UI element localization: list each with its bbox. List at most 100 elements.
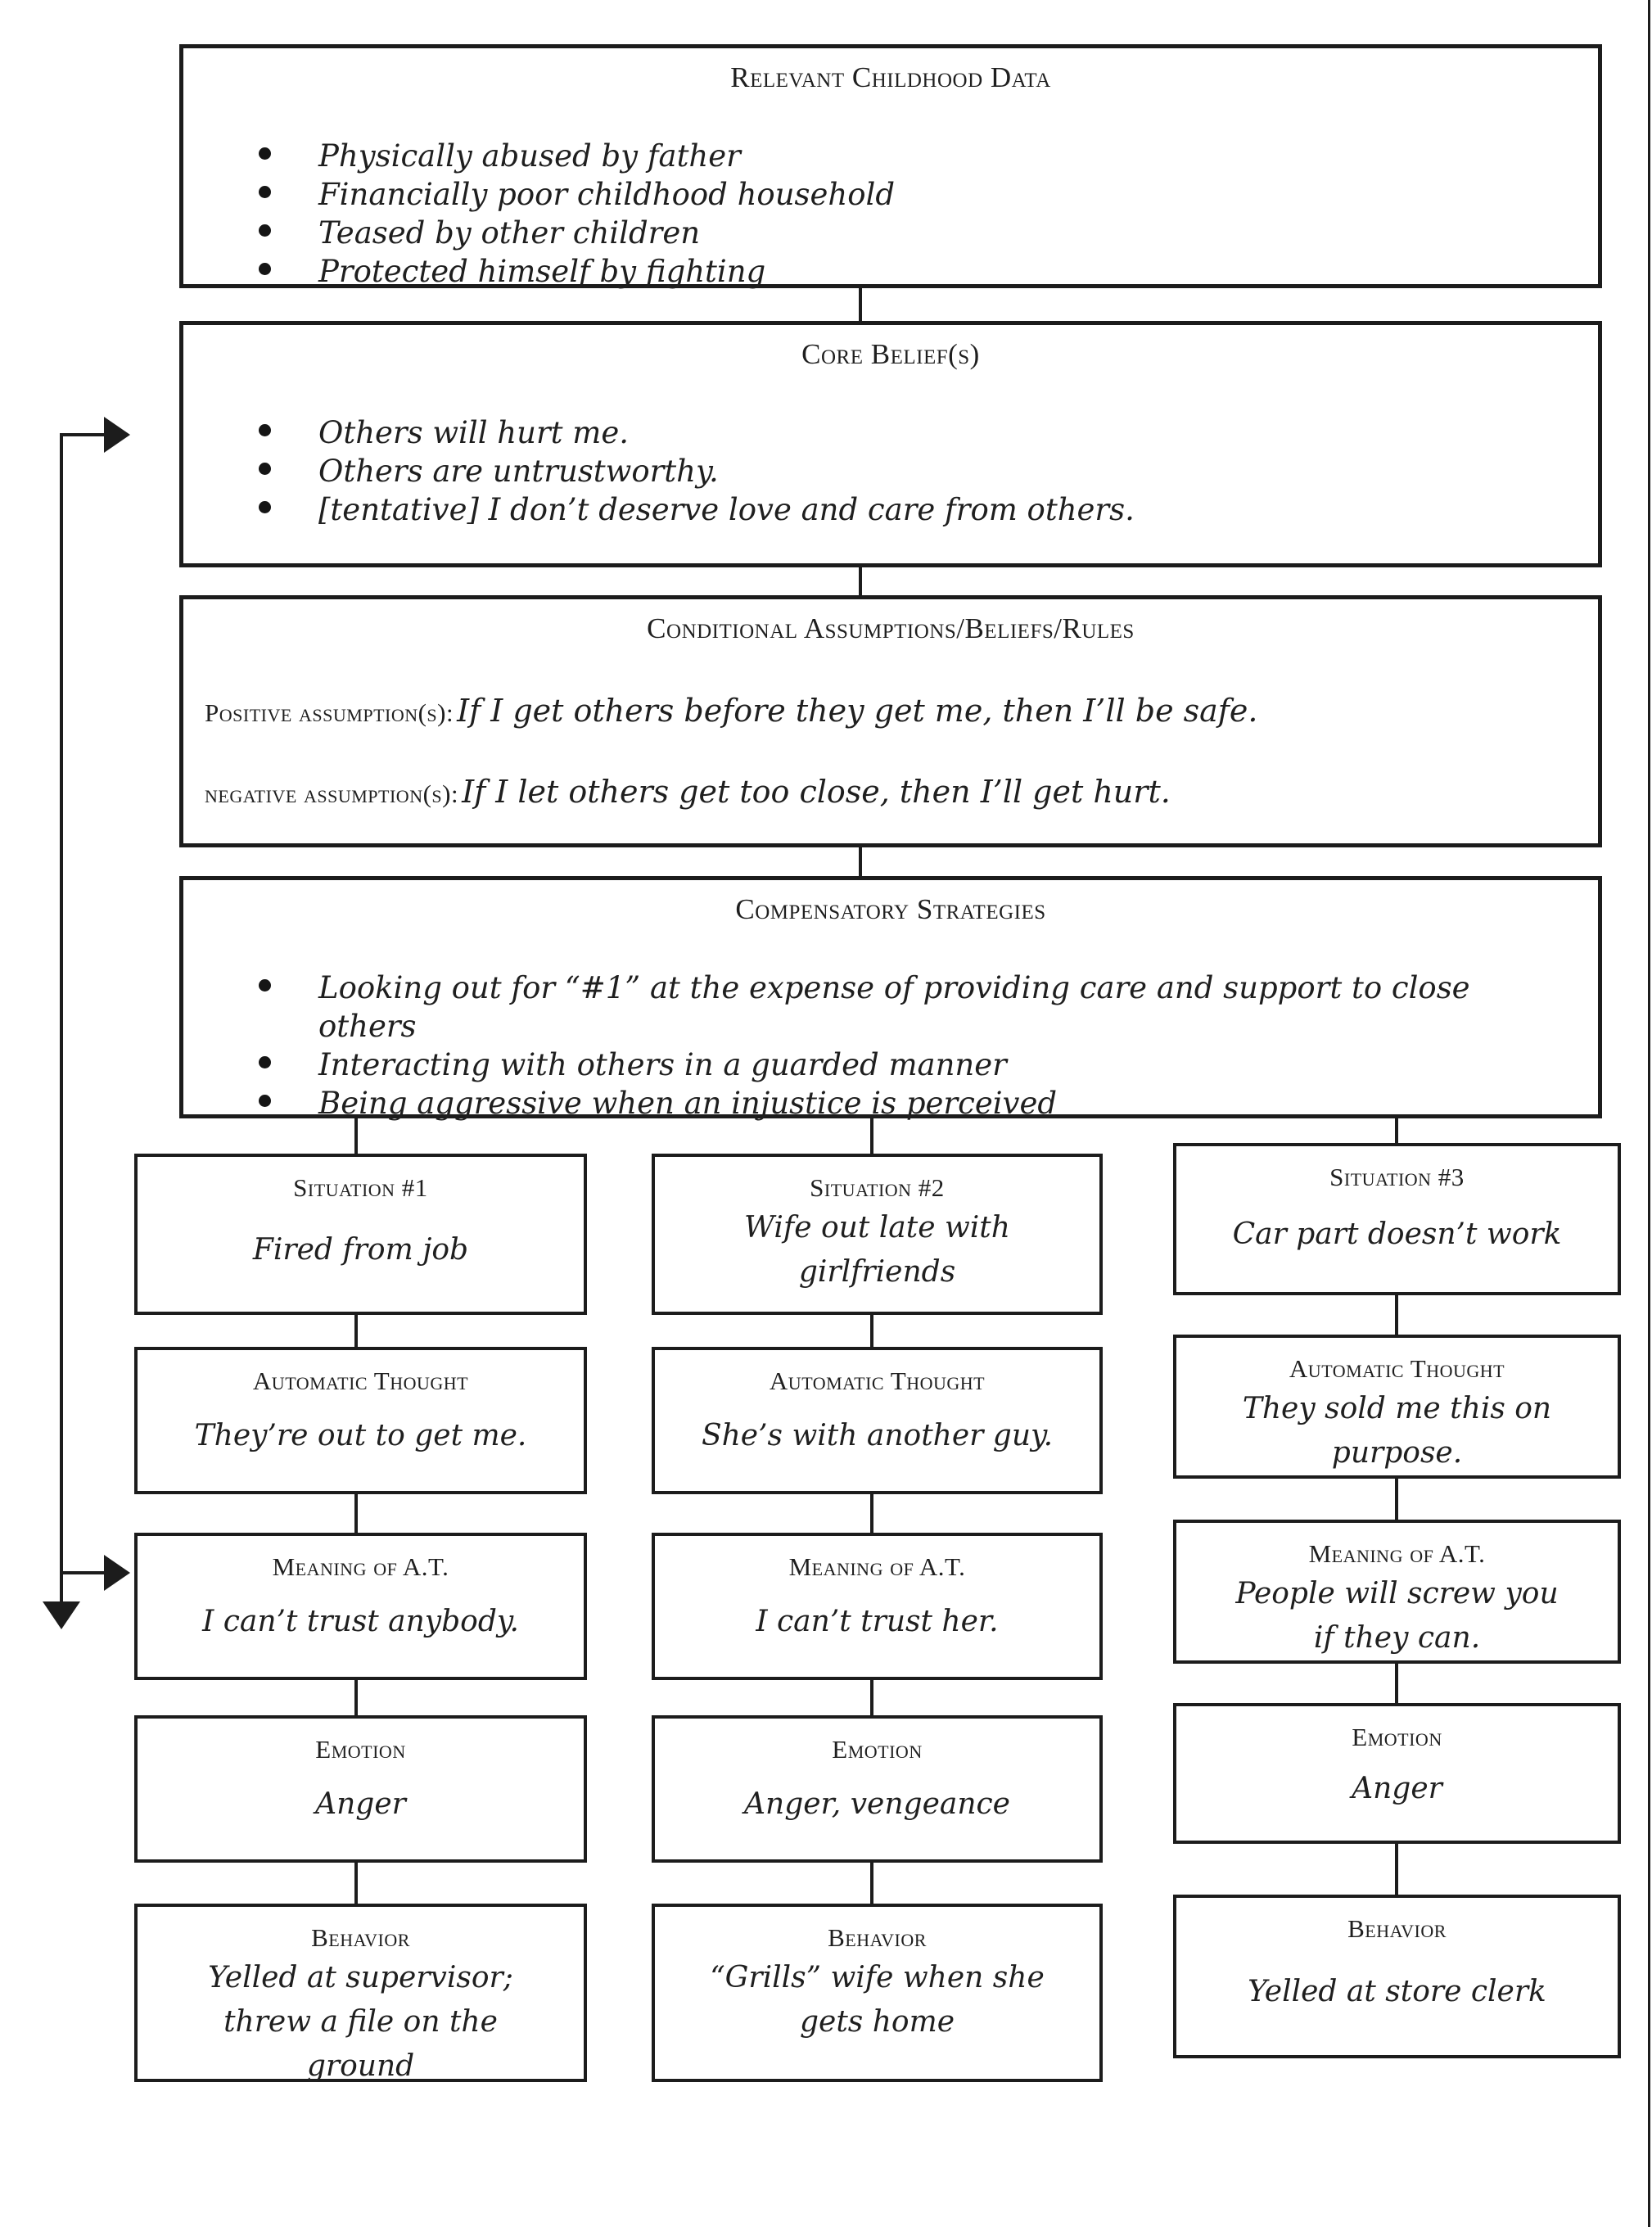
connector-line (1395, 1664, 1398, 1703)
compensatory-strategies-title: Compensatory Strategies (735, 893, 1046, 925)
bullet-text: Being aggressive when an injustice is pe… (318, 1086, 1058, 1121)
automatic-thought-2-box: Automatic Thought She’s with another guy… (652, 1347, 1103, 1494)
behavior-1-title: Behavior (311, 1923, 410, 1952)
list-item: Looking out for “#1” at the expense of p… (259, 969, 1565, 1046)
automatic-thought-1-text: They’re out to get me. (194, 1419, 527, 1452)
connector-line (354, 1494, 358, 1533)
connector-line (354, 1118, 358, 1154)
automatic-thought-3-title: Automatic Thought (1289, 1354, 1505, 1383)
connector-line (859, 847, 862, 876)
meaning-2-box: Meaning of A.T. I can’t trust her. (652, 1533, 1103, 1680)
assumption-label: Positive assumption(s): (205, 698, 454, 727)
behavior-3-box: Behavior Yelled at store clerk (1173, 1895, 1621, 2058)
situation-2-box: Situation #2 Wife out late with girlfrie… (652, 1154, 1103, 1315)
connector-line (1395, 1844, 1398, 1895)
situation-2-title: Situation #2 (810, 1173, 945, 1202)
arrow-right-icon (104, 1555, 130, 1591)
connector-line (1395, 1118, 1398, 1143)
list-item: Interacting with others in a guarded man… (259, 1046, 1565, 1084)
arrow-down-icon (43, 1601, 80, 1629)
list-item: Teased by other children (259, 214, 1565, 252)
meaning-1-box: Meaning of A.T. I can’t trust anybody. (134, 1533, 587, 1680)
bullet-text: [tentative] I don’t deserve love and car… (318, 492, 1135, 527)
meaning-1-text: I can’t trust anybody. (202, 1605, 519, 1638)
emotion-3-box: Emotion Anger (1173, 1703, 1621, 1844)
childhood-data-box: Relevant Childhood Data Physically abuse… (179, 44, 1602, 291)
meaning-1-title: Meaning of A.T. (272, 1552, 449, 1581)
positive-assumption-row: Positive assumption(s): If I get others … (205, 689, 1565, 739)
bullet-icon (259, 1095, 271, 1107)
list-item: [tentative] I don’t deserve love and car… (259, 490, 1565, 529)
bullet-icon (259, 224, 271, 237)
bullet-text: Protected himself by fighting (318, 254, 766, 289)
connector-line (870, 1494, 873, 1533)
bullet-icon (259, 147, 271, 160)
arrow-right-icon (104, 417, 130, 453)
page-edge-line (1648, 0, 1650, 2227)
behavior-2-text: “Grills” wife when she gets home (710, 1961, 1045, 2039)
bullet-text: Others will hurt me. (318, 415, 630, 450)
connector-line (870, 1315, 873, 1347)
childhood-data-title: Relevant Childhood Data (730, 61, 1051, 93)
situation-3-title: Situation #3 (1329, 1163, 1465, 1191)
conditional-assumptions-box: Conditional Assumptions/Beliefs/Rules Po… (179, 595, 1602, 847)
connector-line (1395, 1295, 1398, 1335)
bullet-icon (259, 979, 271, 992)
core-beliefs-box: Core Belief(s) Others will hurt me. Othe… (179, 321, 1602, 567)
connector-line (870, 1680, 873, 1715)
meaning-3-text: People will screw you if they can. (1235, 1577, 1559, 1655)
meaning-3-box: Meaning of A.T. People will screw you if… (1173, 1520, 1621, 1664)
core-beliefs-title: Core Belief(s) (801, 338, 980, 370)
list-item: Being aggressive when an injustice is pe… (259, 1084, 1565, 1123)
behavior-2-title: Behavior (828, 1923, 927, 1952)
bullet-text: Physically abused by father (318, 138, 741, 174)
list-item: Others are untrustworthy. (259, 452, 1565, 490)
connector-line (870, 1863, 873, 1904)
feedback-arrow-line (60, 433, 63, 1603)
situation-1-box: Situation #1 Fired from job (134, 1154, 587, 1315)
situation-1-title: Situation #1 (293, 1173, 428, 1202)
connector-line (354, 1680, 358, 1715)
meaning-2-text: I can’t trust her. (756, 1605, 999, 1638)
bullet-icon (259, 424, 271, 436)
behavior-3-title: Behavior (1347, 1914, 1447, 1943)
feedback-arrow-line (60, 1571, 106, 1574)
bullet-text: Interacting with others in a guarded man… (318, 1047, 1007, 1082)
assumption-text: If I let others get too close, then I’ll… (462, 774, 1171, 810)
compensatory-strategies-box: Compensatory Strategies Looking out for … (179, 876, 1602, 1121)
connector-line (1395, 1479, 1398, 1520)
list-item: Physically abused by father (259, 137, 1565, 175)
meaning-2-title: Meaning of A.T. (788, 1552, 966, 1581)
emotion-2-title: Emotion (832, 1735, 923, 1764)
behavior-2-box: Behavior “Grills” wife when she gets hom… (652, 1904, 1103, 2082)
connector-line (354, 1863, 358, 1904)
bullet-text: Financially poor childhood household (318, 177, 896, 212)
list-item: Protected himself by fighting (259, 252, 1565, 291)
conditional-assumptions-title: Conditional Assumptions/Beliefs/Rules (647, 612, 1135, 644)
connector-line (354, 1315, 358, 1347)
list-item: Others will hurt me. (259, 413, 1565, 452)
automatic-thought-3-box: Automatic Thought They sold me this on p… (1173, 1335, 1621, 1479)
connector-line (870, 1118, 873, 1154)
bullet-icon (259, 501, 271, 513)
automatic-thought-2-text: She’s with another guy. (701, 1419, 1054, 1452)
emotion-1-text: Anger (315, 1787, 406, 1821)
bullet-icon (259, 1056, 271, 1068)
emotion-1-box: Emotion Anger (134, 1715, 587, 1863)
bullet-text: Others are untrustworthy. (318, 454, 719, 489)
negative-assumption-row: negative assumption(s): If I let others … (205, 770, 1565, 820)
automatic-thought-3-text: They sold me this on purpose. (1242, 1392, 1552, 1470)
emotion-3-title: Emotion (1352, 1723, 1442, 1751)
emotion-2-box: Emotion Anger, vengeance (652, 1715, 1103, 1863)
assumption-text: If I get others before they get me, then… (457, 693, 1258, 729)
assumption-label: negative assumption(s): (205, 779, 459, 808)
list-item: Financially poor childhood household (259, 175, 1565, 214)
situation-3-box: Situation #3 Car part doesn’t work (1173, 1143, 1621, 1295)
bullet-text: Teased by other children (318, 215, 701, 251)
situation-2-text: Wife out late with girlfriends (744, 1211, 1010, 1289)
emotion-2-text: Anger, vengeance (744, 1787, 1010, 1821)
meaning-3-title: Meaning of A.T. (1308, 1539, 1486, 1568)
connector-line (859, 567, 862, 595)
automatic-thought-2-title: Automatic Thought (769, 1366, 986, 1395)
